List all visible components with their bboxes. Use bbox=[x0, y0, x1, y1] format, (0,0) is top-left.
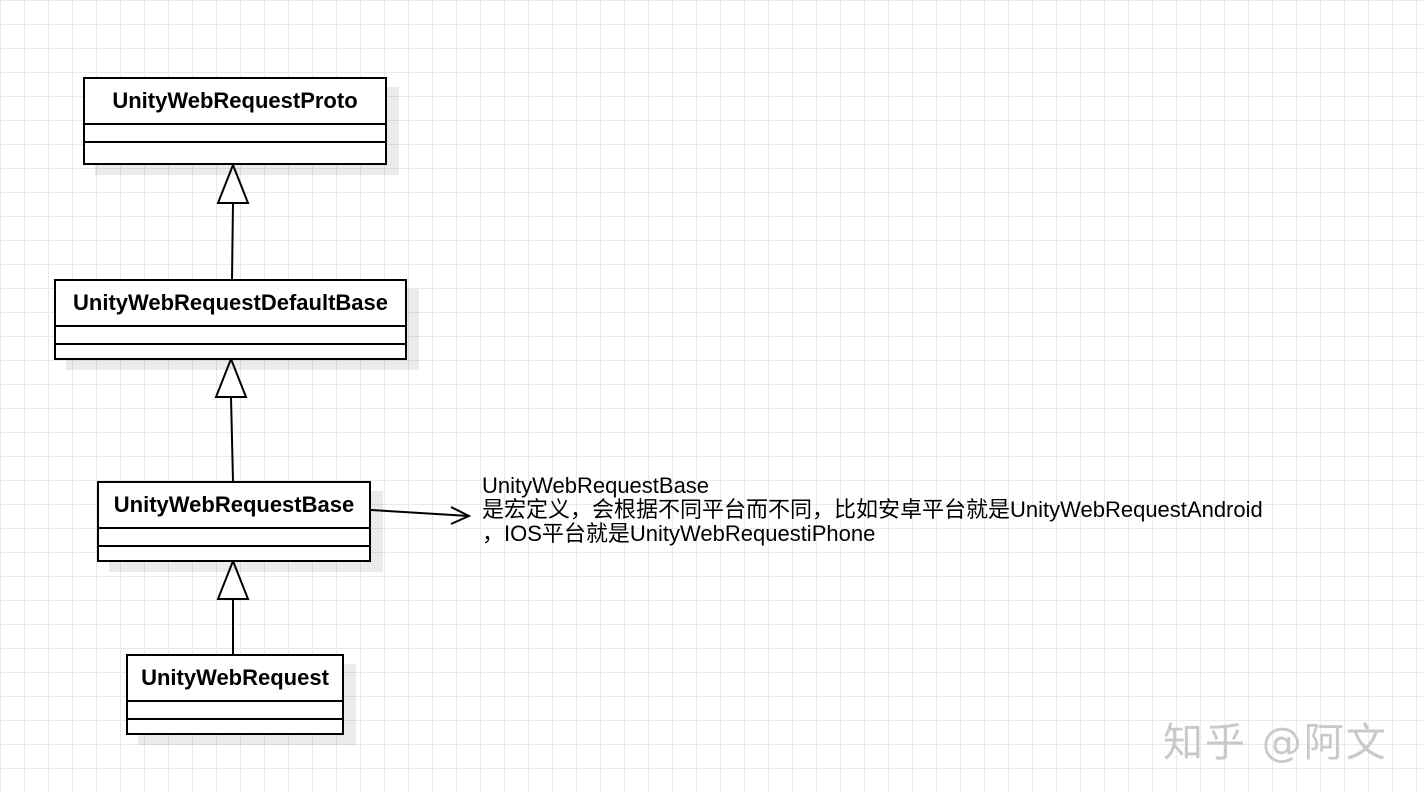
note-line-3: ，IOS平台就是UnityWebRequestiPhone bbox=[482, 521, 876, 546]
class-unitywebrequestbase[interactable]: UnityWebRequestBase bbox=[97, 481, 371, 562]
inheritance-arrowhead-base bbox=[216, 558, 250, 600]
class-attributes-section bbox=[85, 125, 385, 143]
class-unitywebrequestdefaultbase[interactable]: UnityWebRequestDefaultBase bbox=[54, 279, 407, 360]
note-text[interactable]: UnityWebRequestBase 是宏定义，会根据不同平台而不同，比如安卓… bbox=[482, 474, 1263, 546]
class-attributes-section bbox=[56, 327, 405, 345]
class-attributes-section bbox=[99, 529, 369, 547]
association-arrowhead-note bbox=[450, 506, 472, 525]
class-name: UnityWebRequestDefaultBase bbox=[56, 281, 405, 327]
class-attributes-section bbox=[128, 702, 342, 720]
inheritance-line-defaultbase-proto bbox=[231, 202, 234, 280]
note-line-2: 是宏定义，会根据不同平台而不同，比如安卓平台就是UnityWebRequestA… bbox=[482, 497, 1263, 522]
watermark: 知乎 @阿文 bbox=[1163, 720, 1388, 766]
class-name: UnityWebRequest bbox=[128, 656, 342, 702]
inheritance-arrowhead-proto bbox=[216, 162, 250, 204]
class-name: UnityWebRequestProto bbox=[85, 79, 385, 125]
note-line-1: UnityWebRequestBase bbox=[482, 473, 710, 498]
association-line-base-note bbox=[370, 509, 470, 517]
class-unitywebrequestproto[interactable]: UnityWebRequestProto bbox=[83, 77, 387, 165]
class-name: UnityWebRequestBase bbox=[99, 483, 369, 529]
class-unitywebrequest[interactable]: UnityWebRequest bbox=[126, 654, 344, 735]
inheritance-arrowhead-defaultbase bbox=[214, 356, 248, 398]
inheritance-line-base-defaultbase bbox=[230, 396, 234, 482]
